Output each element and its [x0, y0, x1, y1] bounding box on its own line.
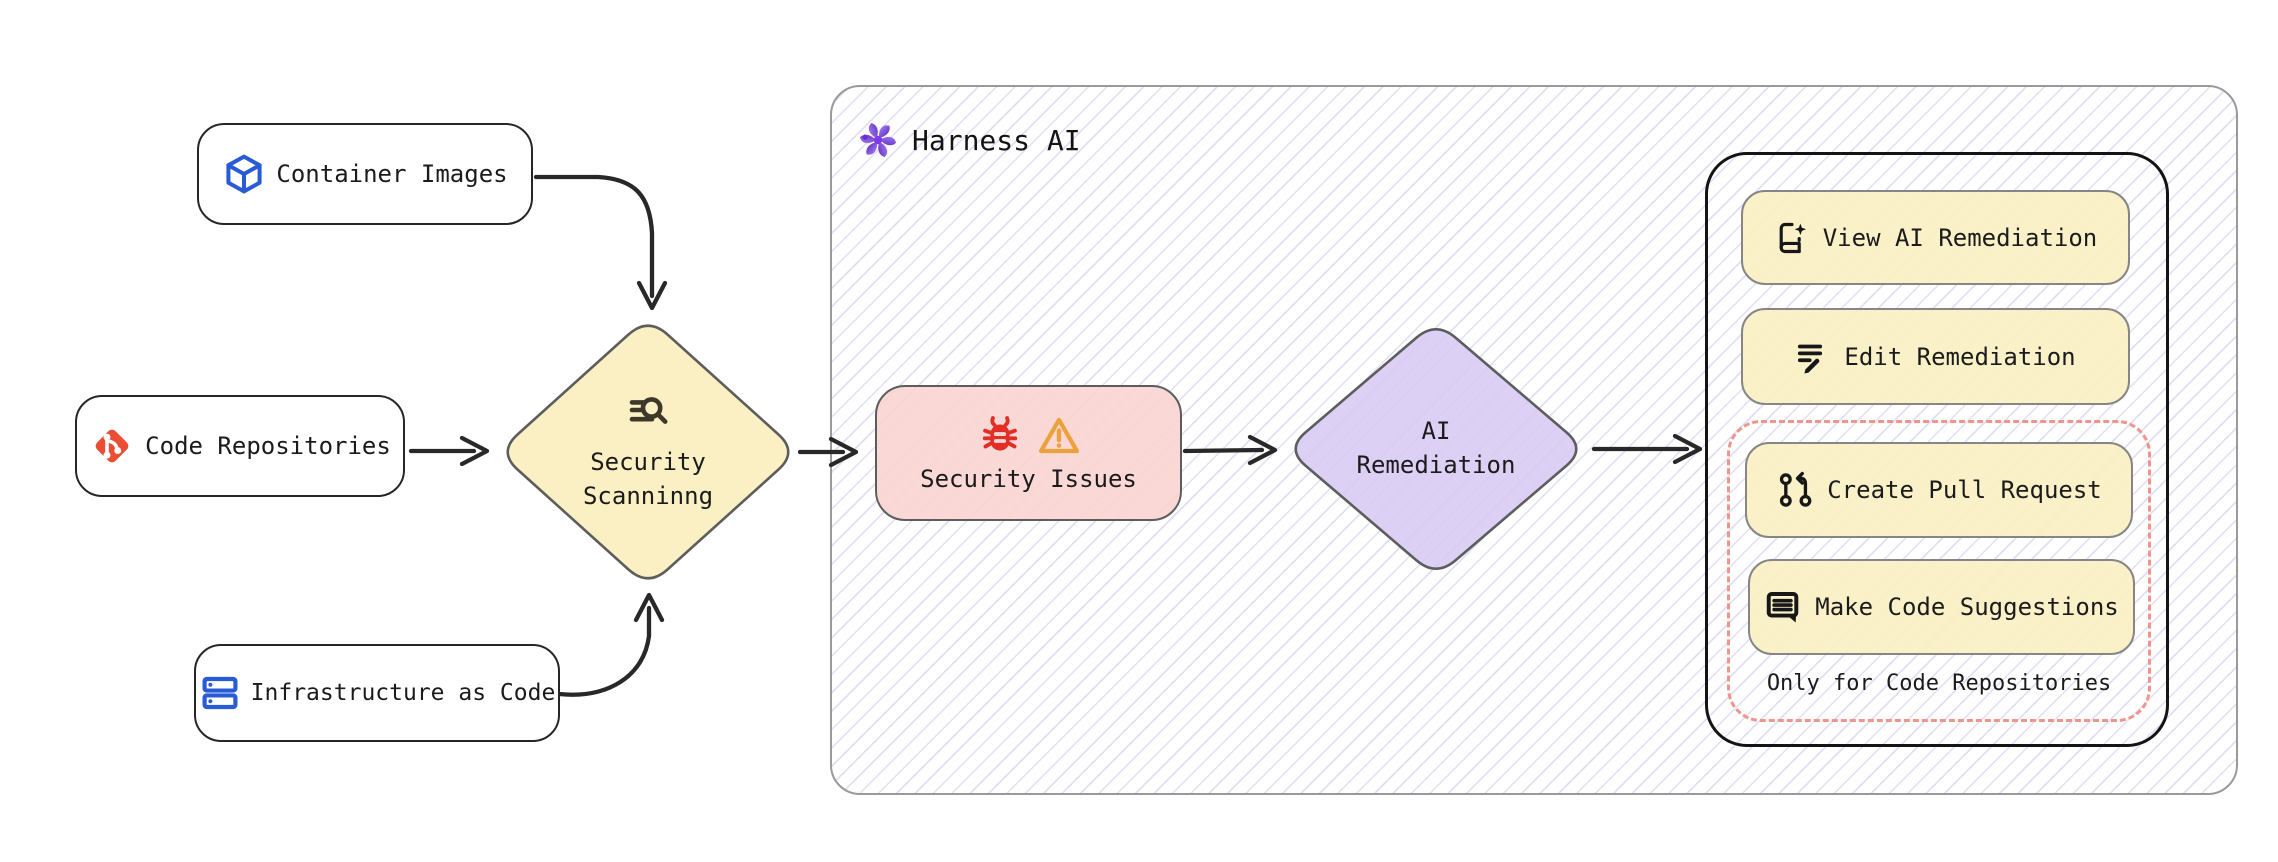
- node-infrastructure-as-code: Infrastructure as Code: [194, 644, 560, 742]
- node-label: Security Issues: [920, 465, 1137, 493]
- action-label: Edit Remediation: [1844, 342, 2076, 371]
- arrowhead-issues-to-remediation: [1247, 434, 1278, 466]
- node-label: Container Images: [276, 160, 508, 188]
- server-stack-icon: [199, 672, 241, 714]
- arrowhead-code-to-scan: [459, 435, 490, 467]
- view-ai-remediation-button: View AI Remediation: [1741, 190, 2130, 285]
- git-icon: [89, 423, 135, 469]
- harness-ai-title: Harness AI: [912, 123, 1081, 157]
- create-pull-request-button: Create Pull Request: [1745, 442, 2133, 538]
- warning-icon: [1037, 414, 1081, 458]
- remediation-actions-panel: [1705, 152, 2169, 747]
- comment-lines-icon: [1764, 588, 1802, 626]
- action-label: View AI Remediation: [1822, 223, 2098, 252]
- harness-ai-header: Harness AI: [856, 118, 1081, 162]
- arrowhead-infra-to-scan: [633, 592, 665, 623]
- bug-icon: [977, 413, 1023, 459]
- arrow-container-to-scan: [533, 174, 655, 299]
- repo-only-note: Only for Code Repositories: [1766, 671, 2112, 696]
- make-code-suggestions-button: Make Code Suggestions: [1748, 559, 2135, 655]
- book-sparkle-icon: [1774, 220, 1810, 256]
- arrowhead-container-to-scan: [636, 280, 668, 311]
- arrowhead-remediation-to-panel: [1672, 433, 1703, 465]
- harness-ai-logo-icon: [856, 118, 900, 162]
- arrowhead-scan-to-issues: [828, 436, 859, 468]
- pull-request-icon: [1776, 471, 1814, 509]
- action-label: Create Pull Request: [1827, 476, 2102, 504]
- node-label: Infrastructure as Code: [250, 680, 556, 706]
- cube-icon: [222, 152, 266, 196]
- edit-list-icon: [1795, 339, 1831, 375]
- arrow-infra-to-scan: [556, 605, 652, 697]
- node-security-issues: Security Issues: [875, 385, 1182, 521]
- edit-remediation-button: Edit Remediation: [1741, 308, 2130, 405]
- action-label: Make Code Suggestions: [1815, 593, 2119, 621]
- node-code-repositories: Code Repositories: [75, 395, 405, 497]
- node-label: Code Repositories: [145, 432, 391, 460]
- arrow-issues-to-remediation: [1182, 447, 1265, 454]
- code-repo-only-group: [1727, 420, 2151, 722]
- node-container-images: Container Images: [197, 123, 533, 225]
